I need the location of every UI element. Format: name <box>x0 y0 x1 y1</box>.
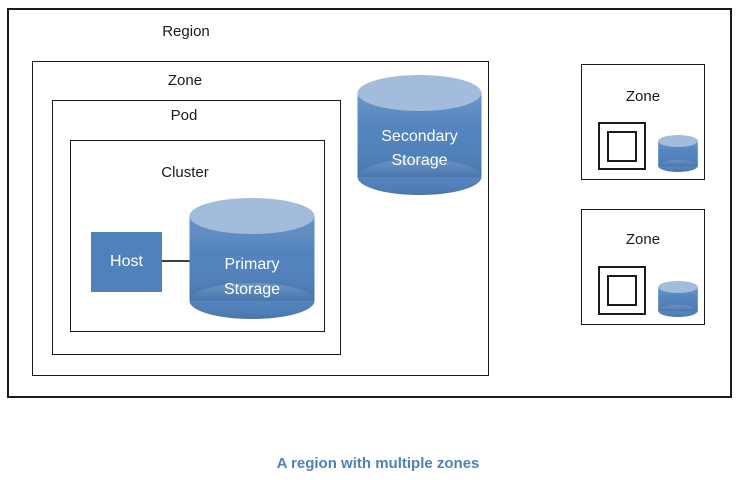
zone-small-bottom-cluster-square-icon <box>607 275 637 306</box>
zone-small-top-label: Zone <box>625 88 661 105</box>
cluster-label: Cluster <box>161 164 209 181</box>
primary-storage-label-line2: Storage <box>223 281 281 298</box>
zone-small-top-cluster-square-icon <box>607 130 637 162</box>
host-storage-connector-line <box>162 260 195 262</box>
secondary-storage-label-line1: Secondary <box>381 128 458 145</box>
secondary-storage-label: Secondary Storage <box>357 125 482 173</box>
primary-storage-label-line1: Primary <box>224 256 280 273</box>
primary-storage-label: Primary Storage <box>189 252 315 302</box>
zone-main-label: Zone <box>167 72 203 89</box>
secondary-storage-label-line2: Storage <box>391 152 448 169</box>
zone-small-top-box <box>581 64 705 180</box>
cylinder-icon <box>658 135 698 172</box>
zone-main-box <box>32 61 489 376</box>
zone-small-bottom-storage-cylinder-icon <box>658 281 698 322</box>
zone-small-bottom-pod-square-icon <box>598 266 646 315</box>
zone-small-bottom-label: Zone <box>625 231 661 248</box>
diagram-caption: A region with multiple zones <box>276 455 480 472</box>
cluster-box <box>70 140 325 332</box>
primary-storage-cylinder <box>189 198 315 325</box>
cylinder-icon <box>658 281 698 317</box>
host-label: Host <box>110 253 143 270</box>
host-box: Host <box>91 232 162 292</box>
zone-small-top-storage-cylinder-icon <box>658 135 698 177</box>
region-label: Region <box>162 23 210 40</box>
cylinder-icon <box>357 75 482 195</box>
zone-small-top-pod-square-icon <box>598 122 646 170</box>
region-box <box>7 8 732 398</box>
pod-box <box>52 100 341 355</box>
secondary-storage-cylinder <box>357 75 482 200</box>
zone-small-bottom-box <box>581 209 705 325</box>
cylinder-icon <box>189 198 315 319</box>
pod-label: Pod <box>170 107 198 124</box>
